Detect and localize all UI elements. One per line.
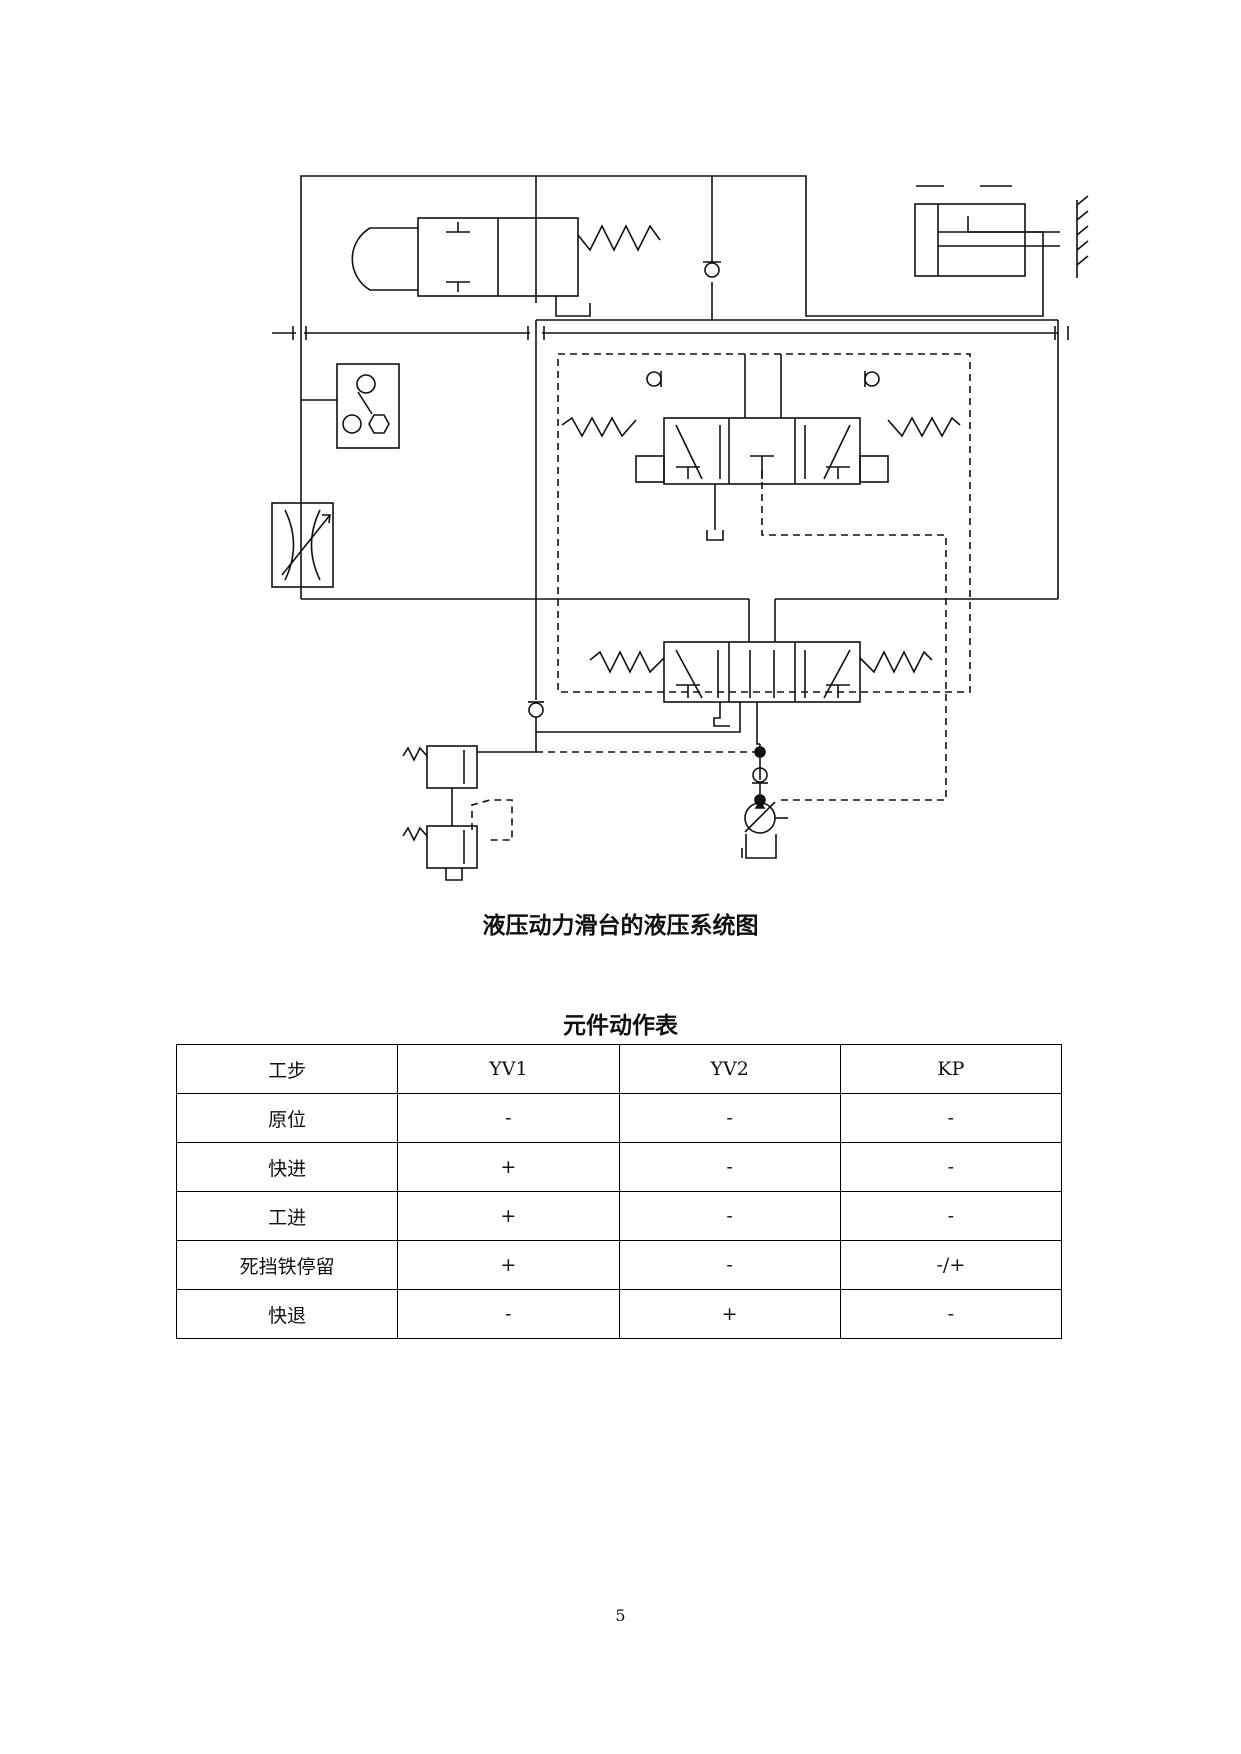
table-cell: - <box>839 1191 1063 1241</box>
table-cell: 工进 <box>175 1191 399 1241</box>
table-header-cell: YV2 <box>618 1044 841 1094</box>
table-cell: 快进 <box>175 1142 399 1192</box>
table-cell: - <box>618 1240 841 1290</box>
table-cell: 死挡铁停留 <box>175 1240 399 1290</box>
component-action-table: 工步 YV1 YV2 KP 原位 - - - 快进 + - - 工进 + - -… <box>175 1044 1063 1339</box>
table-row: 快进 + - - <box>175 1142 1063 1192</box>
table-cell: - <box>618 1093 841 1143</box>
table-cell: - <box>618 1142 841 1192</box>
table-cell: + <box>397 1191 620 1241</box>
table-cell: + <box>618 1289 841 1339</box>
table-row: 死挡铁停留 + - -/+ <box>175 1240 1063 1290</box>
table-cell: 原位 <box>175 1093 399 1143</box>
table-header-cell: YV1 <box>397 1044 620 1094</box>
pilot-directional-valve <box>561 416 961 541</box>
sequence-valve-cylinder <box>351 217 661 317</box>
pilot-check-valves <box>646 354 880 418</box>
speed-control-valve <box>271 502 334 588</box>
table-cell: + <box>397 1240 620 1290</box>
table-cell: - <box>397 1289 620 1339</box>
junction-dots <box>754 746 766 806</box>
table-cell: - <box>839 1289 1063 1339</box>
page-number: 5 <box>615 1606 626 1625</box>
hydraulic-system-diagram <box>271 175 1089 881</box>
pilot-lines <box>471 353 971 841</box>
table-header-cell: KP <box>839 1044 1063 1094</box>
section-separator <box>272 326 1069 340</box>
table-row: 原位 - - - <box>175 1093 1063 1143</box>
table-cell: - <box>839 1093 1063 1143</box>
work-cylinder <box>914 185 1089 278</box>
main-directional-valve <box>589 641 933 745</box>
table-cell: + <box>397 1142 620 1192</box>
back-pressure-valves <box>402 732 537 881</box>
table-cell: - <box>618 1191 841 1241</box>
table-row: 工进 + - - <box>175 1191 1063 1241</box>
table-cell: 快退 <box>175 1289 399 1339</box>
table-row: 快退 - + - <box>175 1289 1063 1339</box>
pressure-relay <box>301 363 400 449</box>
table-caption: 元件动作表 <box>563 1013 678 1039</box>
return-line-check <box>528 320 741 733</box>
table-header-cell: 工步 <box>175 1044 399 1094</box>
check-valve-top <box>703 261 721 278</box>
table-cell: - <box>397 1093 620 1143</box>
table-cell: - <box>839 1142 1063 1192</box>
figure-caption: 液压动力滑台的液压系统图 <box>482 913 759 939</box>
table-header-row: 工步 YV1 YV2 KP <box>175 1044 1063 1094</box>
table-cell: -/+ <box>839 1240 1063 1290</box>
